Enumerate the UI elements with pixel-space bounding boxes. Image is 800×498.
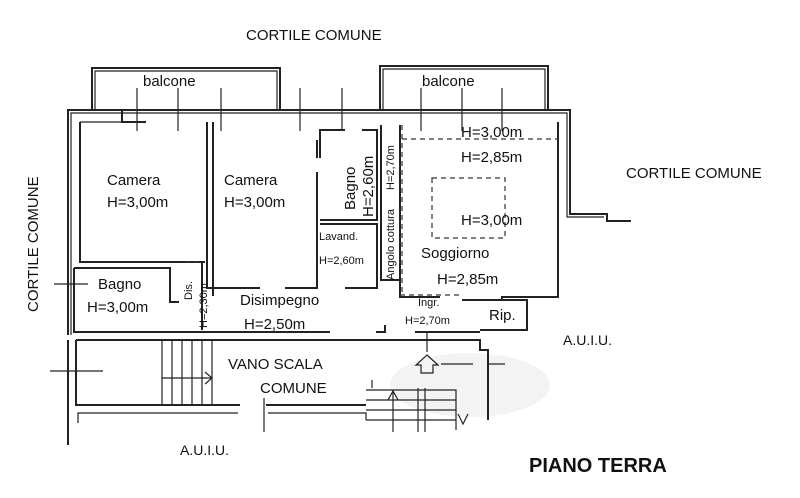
height-bagno-1: H=2,60m — [360, 156, 377, 217]
height-camera-2: H=3,00m — [224, 194, 285, 211]
label-cortile-left: CORTILE COMUNE — [25, 176, 42, 312]
label-soggiorno: Soggiorno — [421, 245, 489, 262]
height-soggiorno-band: H=2,85m — [461, 149, 522, 166]
balcony-left — [91, 67, 281, 110]
label-balcone-left: balcone — [143, 73, 196, 90]
height-soggiorno-top: H=3,00m — [461, 124, 522, 141]
stair-hall-walls — [67, 339, 489, 445]
label-lavanderia: Lavand. — [319, 231, 358, 243]
height-soggiorno: H=2,85m — [437, 271, 498, 288]
label-angolo-cottura: Angolo cottura — [385, 208, 397, 280]
label-cortile-right: CORTILE COMUNE — [626, 165, 762, 182]
label-vano-scala: VANO SCALA — [228, 356, 323, 373]
label-ripostiglio: Rip. — [489, 307, 516, 324]
plan-title: PIANO TERRA — [529, 455, 667, 477]
height-dis: H=2,30m — [198, 283, 210, 328]
label-bagno-1: Bagno — [342, 167, 359, 210]
label-bagno-2: Bagno — [98, 276, 141, 293]
label-ingresso: Ingr. — [418, 297, 439, 309]
height-ingresso: H=2,70m — [405, 315, 450, 327]
window-marks — [50, 88, 505, 372]
entrance-arrow-icon — [414, 332, 469, 426]
ceiling-height-zones — [185, 125, 558, 297]
height-camera-1: H=3,00m — [107, 194, 168, 211]
label-cortile-top: CORTILE COMUNE — [246, 27, 382, 44]
label-auiu-right: A.U.I.U. — [563, 332, 612, 348]
stairs-left — [161, 340, 213, 405]
height-disimpegno: H=2,50m — [244, 316, 305, 333]
label-dis: Dis. — [183, 281, 195, 300]
height-soggiorno-center: H=3,00m — [461, 212, 522, 229]
outer-walls — [67, 109, 631, 335]
label-balcone-right: balcone — [422, 73, 475, 90]
label-camera-1: Camera — [107, 172, 161, 189]
label-auiu-bottom: A.U.I.U. — [180, 442, 229, 458]
height-lavanderia: H=2,60m — [319, 255, 364, 267]
label-disimpegno: Disimpegno — [240, 292, 319, 309]
label-camera-2: Camera — [224, 172, 278, 189]
height-angolo-cottura: H=2,70m — [385, 145, 397, 190]
height-bagno-2: H=3,00m — [87, 299, 148, 316]
watermark — [390, 353, 550, 417]
balcony-right — [379, 65, 549, 110]
label-vano-scala-comune: COMUNE — [260, 380, 327, 397]
stairs-right — [366, 380, 457, 432]
